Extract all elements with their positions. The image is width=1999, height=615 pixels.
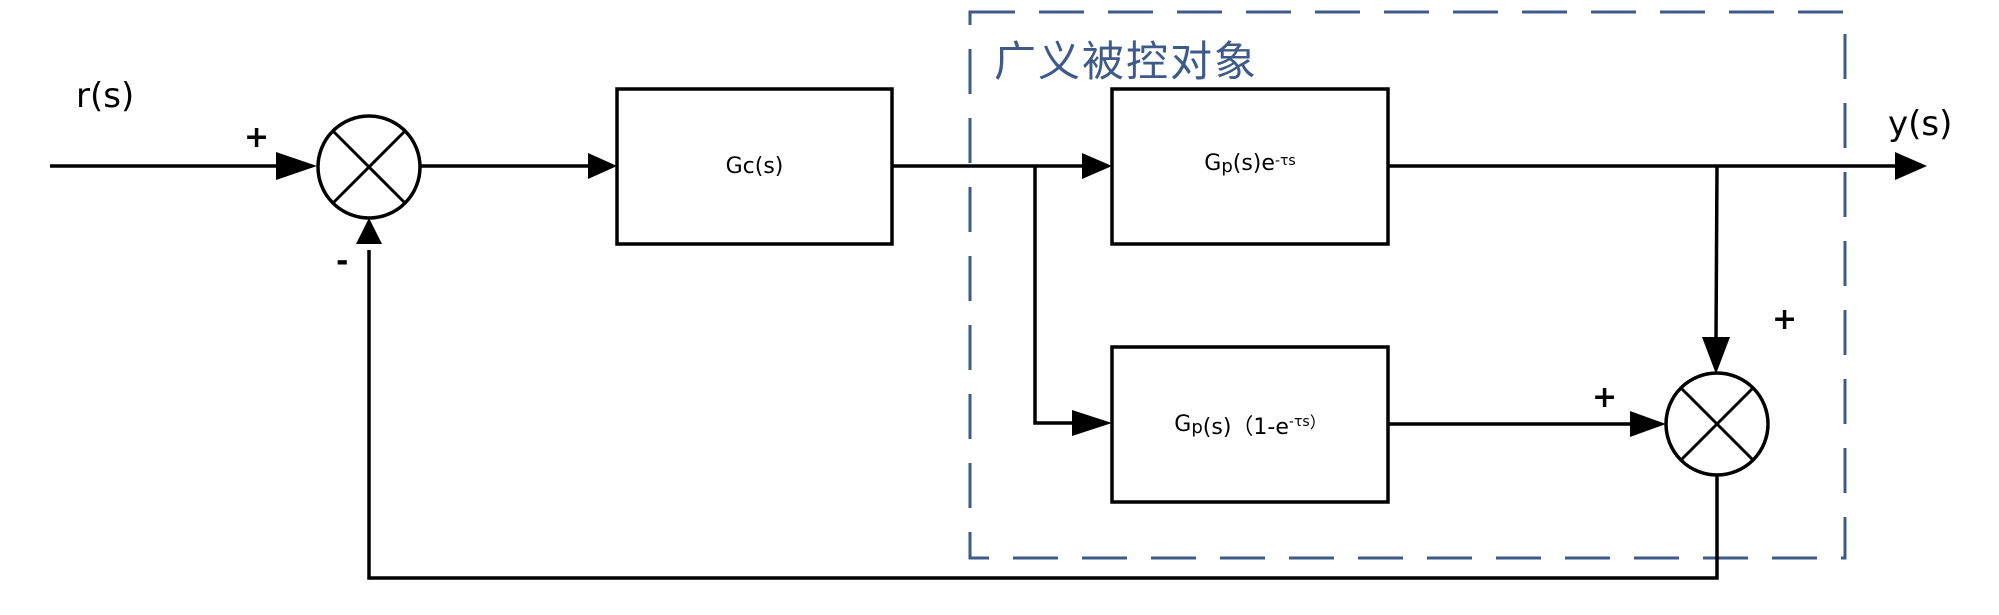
output-signal-label: y(s) [1888,104,1953,144]
region-title: 广义被控对象 [994,37,1259,86]
controller-label-name: G [725,154,743,179]
controller-label-sub: c [742,154,755,179]
generalized-plant-region [968,10,1847,560]
summing-junction-main [316,114,422,220]
compensator-label-name: G [1174,412,1192,437]
main-plus-sign: + [244,120,270,155]
input-signal-label: r(s) [76,76,135,116]
feedback-line [367,250,1719,580]
summing-junction-smith [1664,371,1770,477]
controller-block [615,87,894,246]
main-minus-sign: - [336,244,349,279]
output-arrowhead [1895,152,1927,180]
plant-delay-label-sub: p [1221,156,1233,177]
output-tap-line [1714,165,1719,341]
gc-input-arrowhead [588,153,617,179]
plant-delay-label-rest: (s)e [1232,151,1275,176]
plant-delay-label-name: G [1204,151,1222,176]
smith-plus-top-sign: + [1772,302,1798,337]
plant-delay-label-exponent: -τs [1274,152,1296,169]
smith-top-arrowhead [1702,337,1730,374]
plant-delay-input-arrowhead [1082,153,1112,179]
compensator-branch-line [1033,166,1085,425]
controller-label-rest: (s) [754,154,784,179]
smith-plus-left-sign: + [1592,380,1618,415]
plant-delay-block [1110,87,1390,246]
feedback-arrowhead [356,218,382,244]
compensator-block [1110,345,1390,504]
compensator-input-arrowhead [1072,410,1112,436]
compensator-label-sub: p [1191,417,1203,438]
input-arrowhead [276,152,317,180]
compensator-label-rest: (s)（1-e [1202,414,1289,440]
compensator-label-tail: ） [1309,412,1326,432]
compensator-label-exponent: -τs [1288,413,1310,430]
smith-left-arrowhead [1630,411,1666,437]
